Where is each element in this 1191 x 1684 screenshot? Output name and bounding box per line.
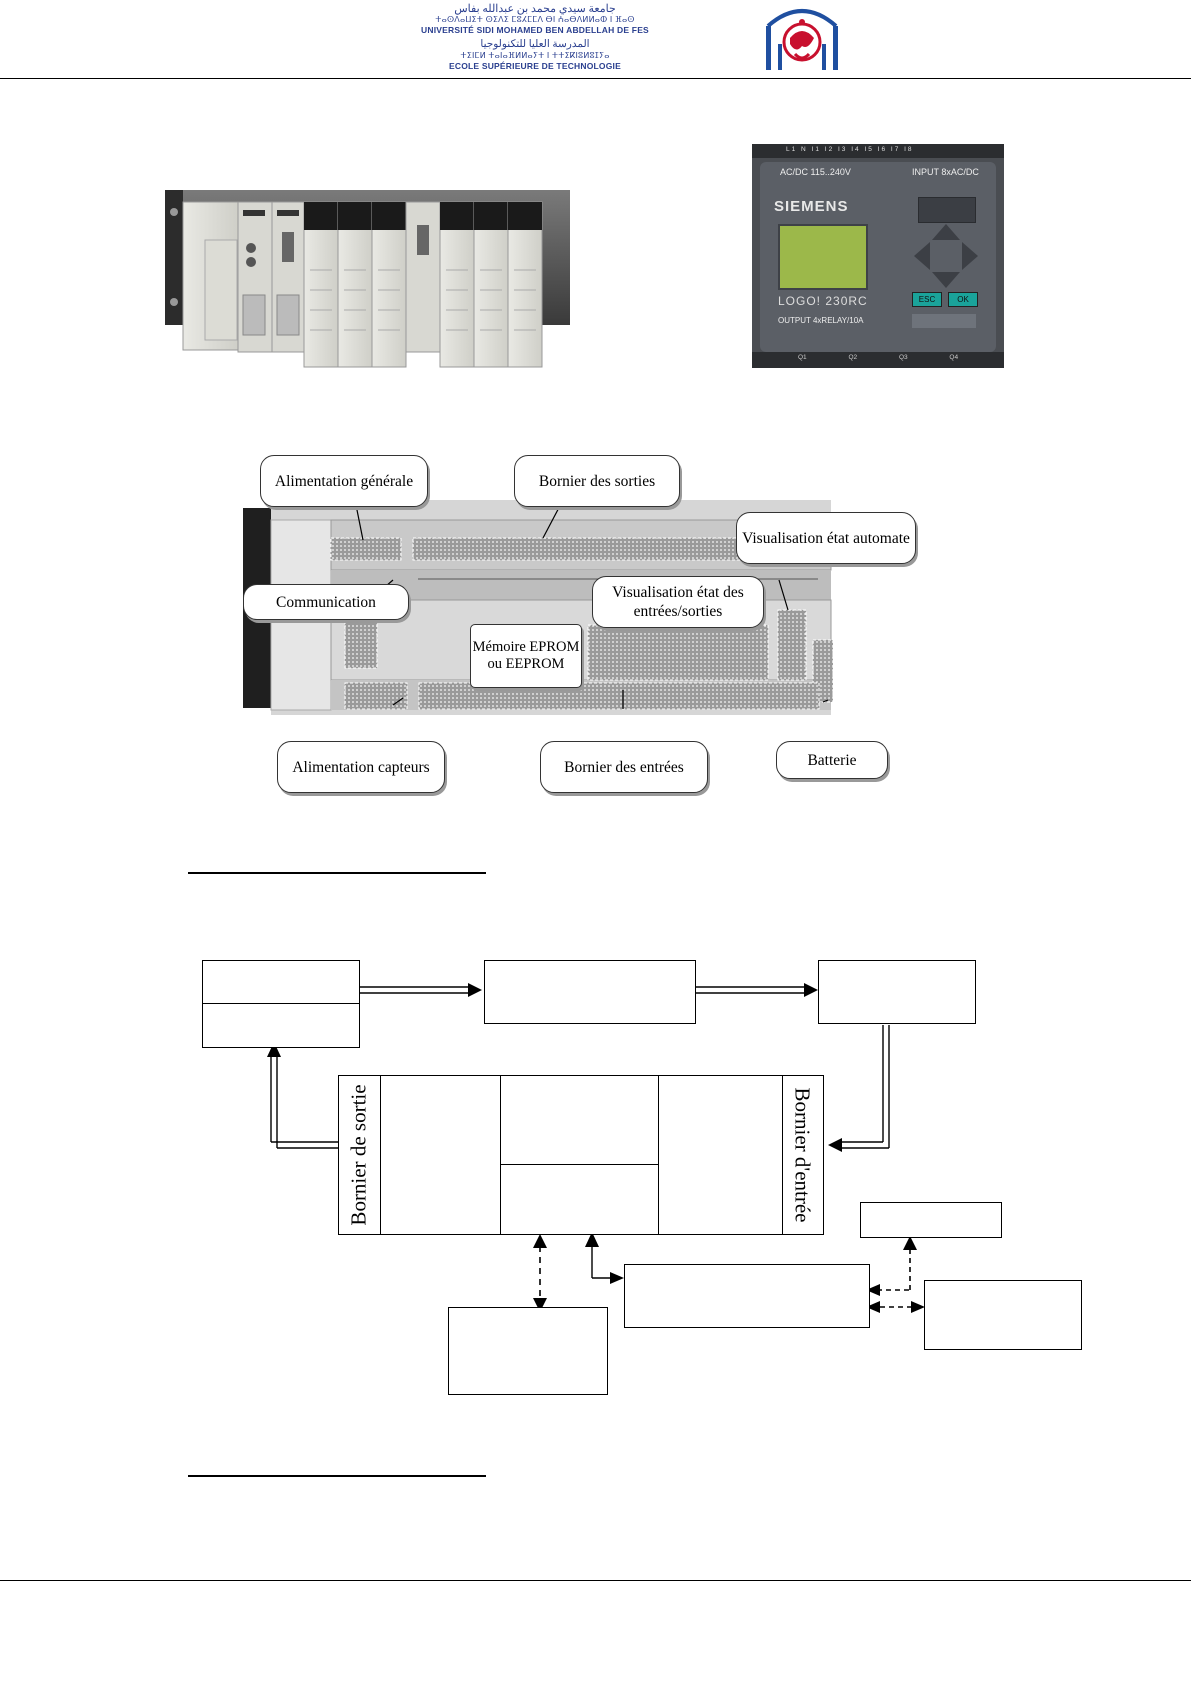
logo-cover — [918, 197, 976, 223]
diagram-box-top-left — [202, 960, 360, 1048]
plc-divider-2 — [500, 1076, 501, 1234]
diagram-box-wide — [624, 1264, 870, 1328]
university-crest-logo — [762, 4, 842, 74]
header-tifinagh-line-2: ⵜⵉⵏⵎⵍ ⵜⴰⵏⴰⴼⵍⵍⴰⵢⵜ ⵏ ⵜⵜⵉⴽⵏⵓⵍⵓⵊⵢⴰ — [370, 51, 700, 60]
header-university-name: UNIVERSITÉ SIDI MOHAMED BEN ABDELLAH DE … — [370, 25, 700, 35]
logo-ok-key: OK — [948, 292, 978, 307]
input-terminal-label: Bornier d'entrée — [790, 1088, 815, 1223]
callout-io-status: Visualisation état des entrées/sorties — [592, 576, 764, 628]
siemens-logo-photo: L1 N I1 I2 I3 I4 I5 I6 I7 I8 AC/DC 115..… — [752, 144, 1004, 368]
logo-esc-key: ESC — [912, 292, 942, 307]
header-school-name: ECOLE SUPÉRIEURE DE TECHNOLOGIE — [370, 61, 700, 71]
logo-input-label: INPUT 8xAC/DC — [912, 167, 979, 177]
plc-middle-split — [501, 1164, 658, 1165]
callout-battery: Batterie — [776, 741, 888, 779]
footer-rule — [0, 1580, 1191, 1581]
header-tifinagh-line-1: ⵜⴰⵙⴷⴰⵡⵉⵜ ⵙⵉⴷⵉ ⵎⵓⵃⵎⵎⴷ ⴱⵏ ⵄⴰⴱⴷⵍⵍⴰⵀ ⵏ ⴼⴰⵙ — [370, 15, 700, 24]
logo-output-label: OUTPUT 4xRELAY/10A — [778, 316, 864, 325]
diagram-box-top-middle — [484, 960, 696, 1024]
logo-terminal-bottom: Q1 Q2 Q3 Q4 — [798, 354, 958, 361]
diagram-box-bottom-left — [448, 1307, 608, 1395]
section-heading-underline-2 — [188, 1475, 486, 1477]
header-rule — [0, 78, 1191, 79]
header-arabic-line-1: جامعة سيدي محمد بن عبدالله بفاس — [370, 2, 700, 15]
logo-terminal-top: L1 N I1 I2 I3 I4 I5 I6 I7 I8 — [786, 146, 914, 153]
callout-outputs-terminal: Bornier des sorties — [514, 455, 680, 507]
diagram-box-top-left-divider — [203, 1003, 359, 1004]
section-heading-underline-1 — [188, 872, 486, 874]
logo-supply-label: AC/DC 115..240V — [780, 167, 851, 177]
plc-divider-4 — [782, 1076, 783, 1234]
modular-plc-photo — [165, 180, 585, 380]
diagram-box-far-right — [924, 1280, 1082, 1350]
diagram-box-small-right — [860, 1202, 1002, 1238]
diagram-box-top-right — [818, 960, 976, 1024]
callout-communication: Communication — [243, 584, 409, 620]
diagram-plc-block — [338, 1075, 824, 1235]
logo-arrow-keys-icon — [910, 222, 982, 290]
output-terminal-label: Bornier de sortie — [347, 1084, 372, 1225]
logo-brand: SIEMENS — [774, 198, 849, 215]
plc-divider-1 — [380, 1076, 381, 1234]
logo-model: LOGO! 230RC — [778, 294, 868, 308]
callout-inputs-terminal: Bornier des entrées — [540, 741, 708, 793]
callout-sensor-power: Alimentation capteurs — [277, 741, 445, 793]
callout-memory: Mémoire EPROM ou EEPROM — [470, 624, 582, 688]
callout-power-supply: Alimentation générale — [260, 455, 428, 507]
plc-divider-3 — [658, 1076, 659, 1234]
callout-automaton-status: Visualisation état automate — [736, 512, 916, 564]
logo-lcd-screen — [778, 224, 868, 290]
header-arabic-line-2: المدرسة العليا للتكنولوجيا — [370, 38, 700, 50]
